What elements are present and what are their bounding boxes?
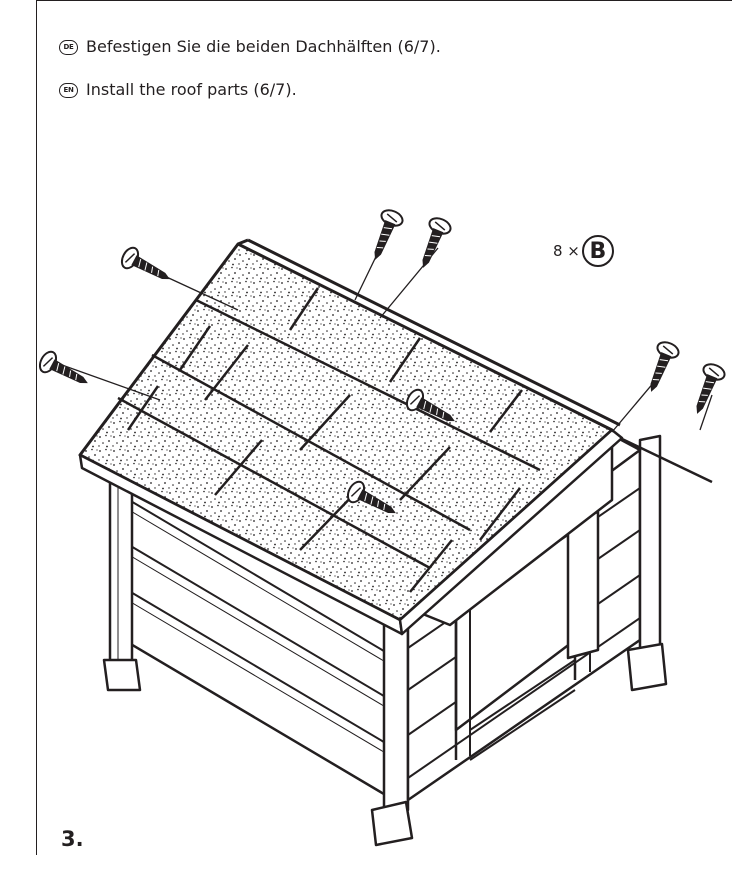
roof [78, 238, 624, 636]
instruction-de: DE Befestigen Sie die beiden Dachhälften… [59, 38, 441, 56]
instruction-de-text: Befestigen Sie die beiden Dachhälften (6… [86, 37, 441, 56]
language-badge-de: DE [59, 39, 78, 55]
instruction-en: EN Install the roof parts (6/7). [59, 81, 297, 99]
part-count: 8 × [553, 242, 580, 260]
instruction-en-text: Install the roof parts (6/7). [86, 80, 297, 99]
part-b-label: B [581, 235, 614, 267]
part-quantity: 8 × B [553, 235, 614, 267]
step-number: 3. [61, 827, 84, 851]
screws [35, 206, 728, 524]
language-badge-en: EN [59, 82, 78, 98]
page-frame [36, 0, 732, 855]
